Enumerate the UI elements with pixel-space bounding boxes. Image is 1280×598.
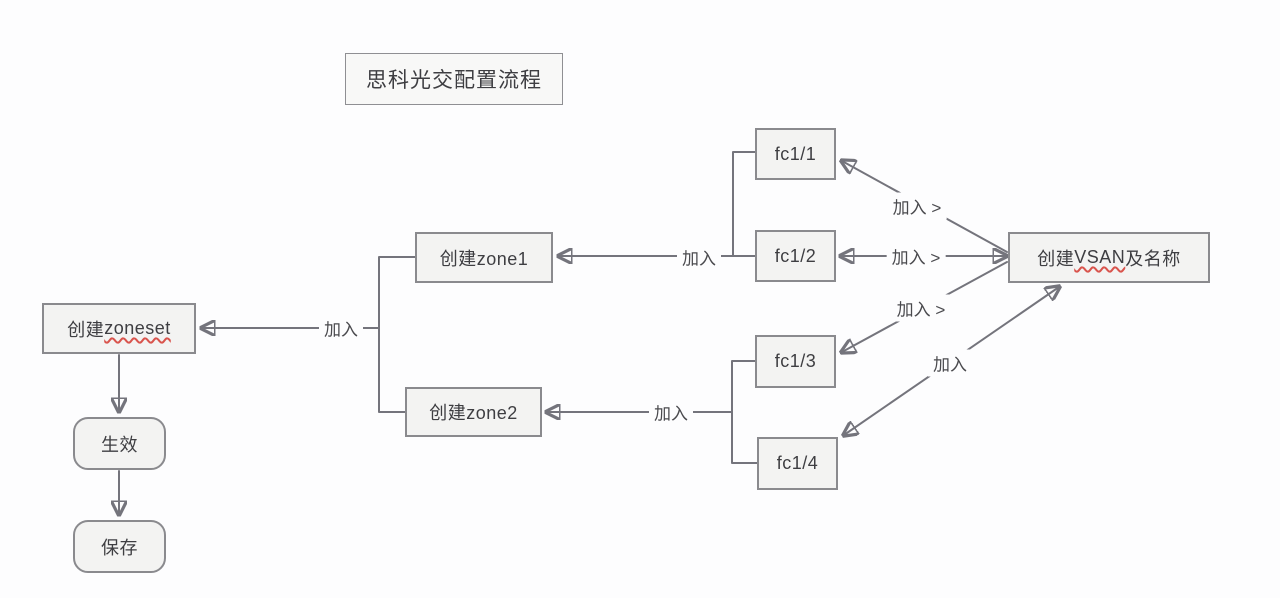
node-fc1-1: fc1/1 (755, 128, 836, 180)
node-create-vsan-suffix: 及名称 (1125, 248, 1181, 269)
node-create-zone2: 创建zone2 (405, 387, 542, 437)
edge-zones-branch (378, 256, 416, 413)
node-fc1-2: fc1/2 (755, 230, 836, 282)
node-create-vsan-prefix: 创建 (1037, 248, 1075, 269)
node-fc1-4: fc1/4 (757, 437, 838, 490)
edge-label-join-fc14: 加入 (928, 349, 972, 377)
node-create-vsan-word: VSAN (1074, 247, 1126, 267)
node-create-zone2-label: 创建zone2 (429, 403, 518, 423)
node-effect: 生效 (73, 417, 166, 470)
node-effect-label: 生效 (101, 434, 138, 455)
node-save: 保存 (73, 520, 166, 573)
edge-fc12-branch (732, 151, 756, 257)
edge-label-join-fc13: 加入 > (891, 294, 951, 322)
node-fc1-3: fc1/3 (755, 335, 836, 388)
edge-label-join-fc12: 加入 > (886, 242, 946, 270)
node-save-label: 保存 (101, 537, 138, 558)
node-create-zone1-label: 创建zone1 (439, 248, 529, 269)
node-fc1-1-label: fc1/1 (774, 143, 817, 164)
edge-fc34-branch (731, 360, 758, 464)
node-fc1-3-label: fc1/3 (774, 351, 817, 371)
node-create-zoneset-word: zoneset (104, 318, 171, 338)
node-create-zone1: 创建zone1 (415, 232, 553, 283)
node-fc1-4-label: fc1/4 (776, 453, 819, 473)
edge-label-join-zone1: 加入 (677, 243, 721, 271)
node-create-zoneset-prefix: 创建 (67, 319, 105, 340)
node-fc1-2-label: fc1/2 (774, 245, 817, 266)
node-title: 思科光交配置流程 (345, 53, 563, 105)
edge-label-join-fc11: 加入 > (887, 192, 947, 220)
edge-label-join-zone2: 加入 (649, 398, 693, 426)
edge-label-join-zoneset: 加入 (319, 314, 363, 342)
title-text: 思科光交配置流程 (366, 69, 542, 92)
